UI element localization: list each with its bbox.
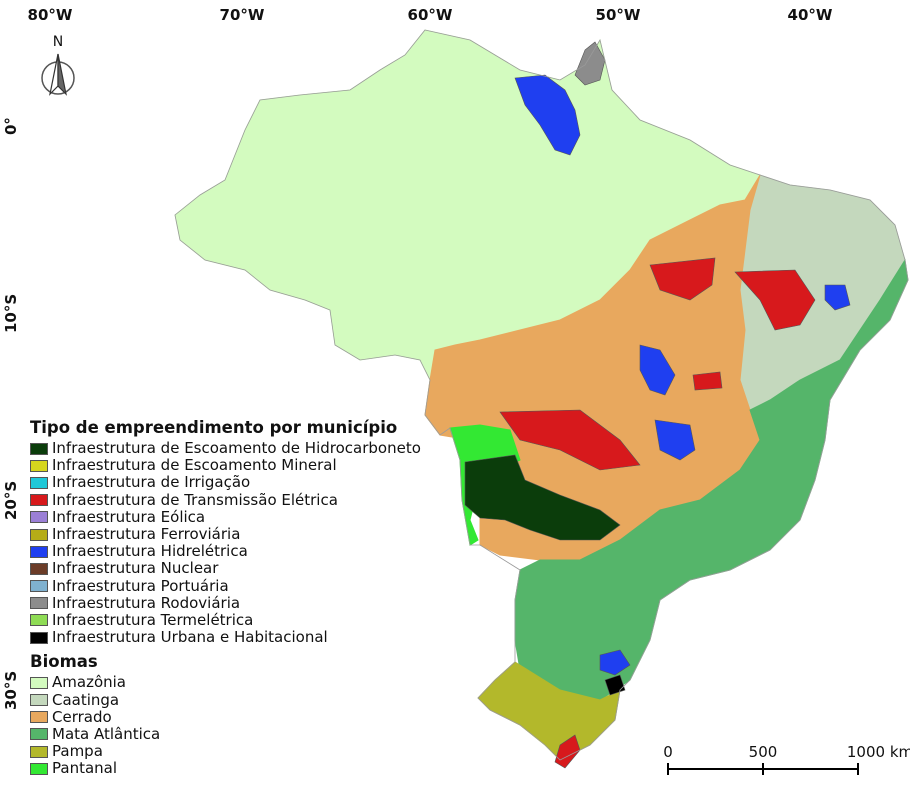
north-label: N <box>52 34 64 50</box>
legend-infra-swatch <box>30 494 48 507</box>
legend-biome-swatch <box>30 676 48 689</box>
scale-tick <box>667 763 669 775</box>
legend-infra-item: Infraestrutura Urbana e Habitacional <box>30 629 470 646</box>
longitude-label: 80°W <box>27 6 73 24</box>
legend-infra-item: Infraestrutura de Irrigação <box>30 474 470 491</box>
legend-infra-label: Infraestrutura Ferroviária <box>52 525 241 544</box>
infra-hydro-goias <box>654 419 696 461</box>
legend-infra-swatch <box>30 545 48 558</box>
legend-infra-swatch <box>30 511 48 524</box>
legend-biome-item: Mata Atlântica <box>30 724 470 743</box>
legend-infra-label: Infraestrutura Hidrelétrica <box>52 542 248 561</box>
scale-tick <box>762 763 764 775</box>
legend-infra-swatch <box>30 476 48 489</box>
legend-biome-item: Amazônia <box>30 674 470 691</box>
legend-biome-label: Mata Atlântica <box>52 724 161 743</box>
longitude-label: 70°W <box>219 6 265 24</box>
map-legend: Tipo de empreendimento por município Inf… <box>30 418 470 777</box>
legend-infra-label: Infraestrutura Termelétrica <box>52 610 254 629</box>
legend-biome-label: Pantanal <box>52 759 118 778</box>
legend-infra-swatch <box>30 442 48 455</box>
legend-infra-item: Infraestrutura Eólica <box>30 507 470 526</box>
infra-transmission-center <box>499 409 641 471</box>
infra-hydro-south <box>599 649 631 676</box>
legend-infra-swatch <box>30 528 48 541</box>
legend-biome-label: Cerrado <box>52 707 112 726</box>
legend-infra-list: Infraestrutura de Escoamento de Hidrocar… <box>30 440 470 646</box>
legend-biome-swatch <box>30 745 48 758</box>
scale-tick <box>857 763 859 775</box>
legend-biome-item: Pantanal <box>30 760 470 777</box>
legend-biome-label: Pampa <box>52 742 103 761</box>
legend-infra-item: Infraestrutura Termelétrica <box>30 610 470 629</box>
legend-biome-title: Biomas <box>30 652 98 672</box>
infra-hydro-amapa <box>514 74 581 156</box>
legend-infra-label: Infraestrutura de Irrigação <box>52 473 251 492</box>
scale-label: 1000 km <box>846 743 910 761</box>
longitude-label: 50°W <box>595 6 641 24</box>
latitude-label: 20°S <box>2 480 20 520</box>
legend-infra-label: Infraestrutura Eólica <box>52 507 206 526</box>
legend-infra-label: Infraestrutura de Escoamento Mineral <box>52 456 337 475</box>
legend-biome-swatch <box>30 728 48 741</box>
scale-bar: 0 500 1000 km <box>660 740 910 780</box>
latitude-label: 10°S <box>2 293 20 333</box>
legend-infra-item: Infraestrutura Hidrelétrica <box>30 543 470 560</box>
legend-biome-item: Pampa <box>30 743 470 760</box>
brazil-outline <box>174 29 909 761</box>
infra-transmission-northeast <box>734 269 816 331</box>
legend-biome-swatch <box>30 694 48 707</box>
legend-infra-label: Infraestrutura Rodoviária <box>52 593 241 612</box>
legend-infra-swatch <box>30 580 48 593</box>
legend-infra-swatch <box>30 631 48 644</box>
legend-infra-item: Infraestrutura Portuária <box>30 576 470 595</box>
legend-infra-item: Infraestrutura de Transmissão Elétrica <box>30 490 470 509</box>
legend-biome-swatch <box>30 762 48 775</box>
infra-hydro-tocantins <box>639 344 676 396</box>
latitude-label: 30°S <box>2 670 20 710</box>
legend-infra-label: Infraestrutura de Transmissão Elétrica <box>52 490 338 509</box>
legend-infra-item: Infraestrutura de Escoamento Mineral <box>30 457 470 474</box>
legend-infra-item: Infraestrutura Rodoviária <box>30 593 470 612</box>
legend-biome-item: Caatinga <box>30 691 470 708</box>
infra-transmission-north <box>649 257 716 301</box>
legend-infra-swatch <box>30 459 48 472</box>
legend-infra-label: Infraestrutura de Escoamento de Hidrocar… <box>52 439 421 458</box>
longitude-label: 60°W <box>407 6 453 24</box>
legend-infra-label: Infraestrutura Nuclear <box>52 559 219 578</box>
legend-infra-label: Infraestrutura Urbana e Habitacional <box>52 628 328 647</box>
legend-biome-item: Cerrado <box>30 707 470 726</box>
north-arrow: N <box>36 34 80 100</box>
legend-infra-swatch <box>30 597 48 610</box>
infra-road-amapa <box>574 41 606 86</box>
legend-infra-item: Infraestrutura de Escoamento de Hidrocar… <box>30 440 470 457</box>
legend-biome-swatch <box>30 711 48 724</box>
legend-biome-label: Caatinga <box>52 690 120 709</box>
scale-label: 500 <box>748 743 778 761</box>
legend-infra-item: Infraestrutura Ferroviária <box>30 526 470 543</box>
scale-label: 0 <box>663 743 673 761</box>
legend-biome-label: Amazônia <box>52 673 126 692</box>
infra-hydrocarbon-region <box>464 454 621 541</box>
legend-infra-swatch <box>30 562 48 575</box>
north-arrow-icon <box>41 53 75 96</box>
legend-infra-item: Infraestrutura Nuclear <box>30 560 470 577</box>
latitude-label: 0° <box>2 117 20 135</box>
infra-transmission-mid <box>692 371 723 391</box>
legend-infra-label: Infraestrutura Portuária <box>52 576 229 595</box>
longitude-label: 40°W <box>787 6 833 24</box>
legend-infra-swatch <box>30 614 48 627</box>
infra-hydro-bahia <box>824 284 851 311</box>
legend-infra-title: Tipo de empreendimento por município <box>30 418 398 437</box>
